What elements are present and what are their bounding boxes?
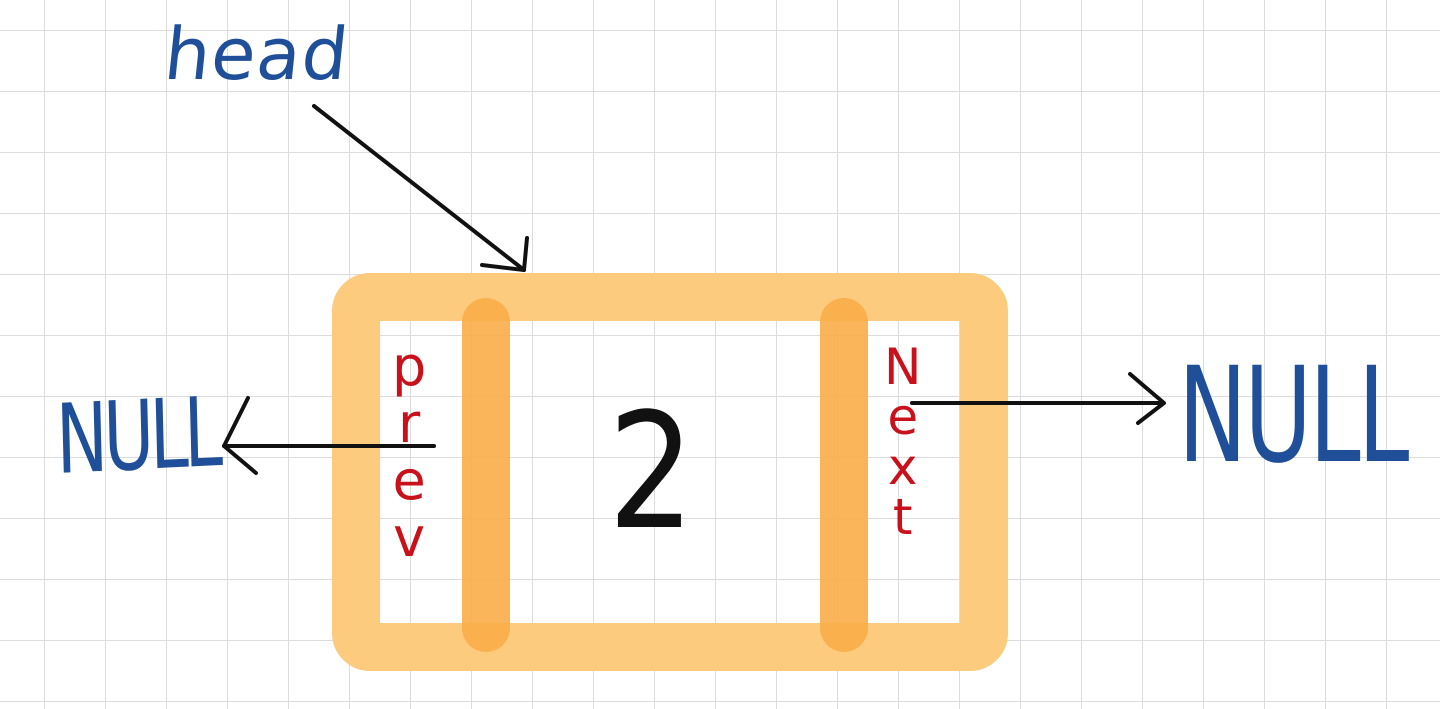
next-letter: x	[887, 438, 918, 496]
prev-letter: r	[398, 392, 421, 455]
next-letter: t	[892, 488, 913, 546]
next-arrow	[910, 372, 1166, 425]
head-arrow	[312, 104, 529, 272]
prev-letter: v	[393, 506, 426, 569]
head-label: head	[160, 12, 354, 96]
next-pointer-label: N e x t	[884, 342, 921, 542]
prev-arrow	[222, 396, 436, 475]
prev-letter: e	[392, 449, 426, 512]
node-value: 2	[608, 378, 695, 565]
next-letter: N	[884, 338, 922, 396]
null-label-left: NULL	[54, 376, 220, 496]
null-label-right: NULL	[1178, 339, 1409, 493]
prev-pointer-label: p r e v	[392, 340, 426, 568]
node-frame	[332, 273, 1008, 671]
prev-letter: p	[392, 335, 427, 398]
next-letter: e	[887, 388, 919, 446]
